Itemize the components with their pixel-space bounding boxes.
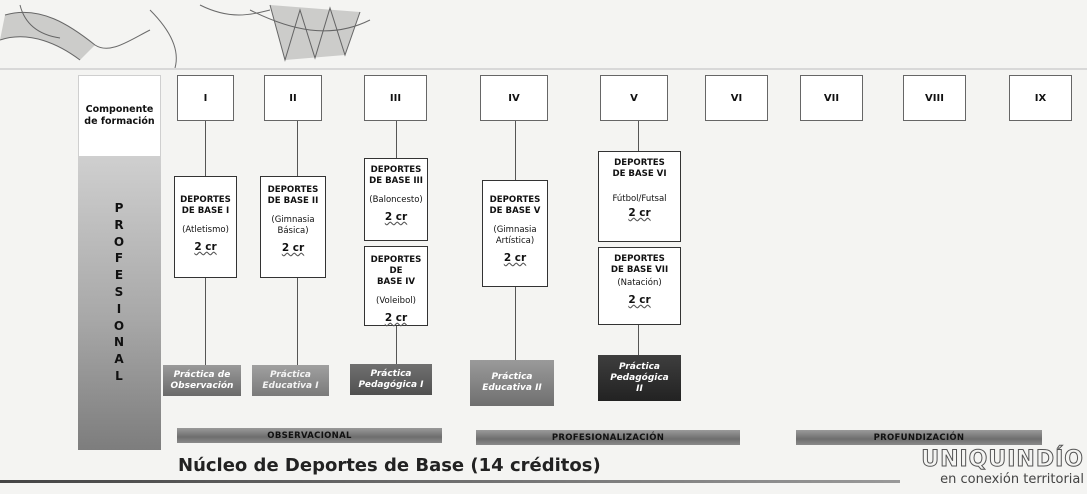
brand-name: UNIQUINDÍO: [921, 447, 1084, 472]
course-title-line: DEPORTES: [614, 158, 665, 168]
semester-header: VI: [705, 75, 768, 121]
course-title-line: DEPORTES DE: [370, 255, 422, 276]
course-box: DEPORTES DE BASE IV (Voleibol) 2 cr: [364, 246, 428, 326]
course-credits-value: 2 cr: [281, 242, 305, 254]
brand-tagline: en conexión territorial: [940, 472, 1084, 487]
area-label: P R O F E S I O N A L: [104, 200, 134, 385]
area-letter: E: [114, 268, 124, 283]
phase-band: OBSERVACIONAL: [177, 428, 442, 443]
course-subtitle: (Voleibol): [376, 296, 416, 306]
semester-header: IV: [480, 75, 548, 121]
brand-logo: UNIQUINDÍO en conexión territorial: [912, 447, 1084, 487]
connector-line: [396, 326, 397, 364]
area-letter: S: [114, 284, 124, 299]
course-title-line: DE BASE V: [489, 206, 541, 216]
course-box: DEPORTES DE BASE VI Fútbol/Futsal 2 cr: [598, 151, 681, 242]
semester-header: VIII: [903, 75, 966, 121]
course-box: DEPORTES DE BASE III (Baloncesto) 2 cr: [364, 158, 428, 241]
leaf-sketch-decoration: [0, 4, 371, 69]
course-box: DEPORTES DE BASE V (Gimnasia Artística) …: [482, 180, 548, 287]
course-box: DEPORTES DE BASE I (Atletismo) 2 cr: [174, 176, 237, 278]
course-credits-value: 2 cr: [628, 207, 651, 219]
course-credits: 2 cr: [365, 212, 427, 223]
semester-header: V: [600, 75, 668, 121]
connector-line: [515, 121, 516, 180]
course-credits: 2 cr: [599, 295, 680, 306]
course-title-line: BASE IV: [376, 277, 416, 287]
phase-band: PROFUNDIZACIÓN: [796, 430, 1042, 445]
course-box: DEPORTES DE BASE VII (Natación) 2 cr: [598, 247, 681, 325]
area-letter: L: [115, 368, 123, 383]
semester-header: III: [364, 75, 427, 121]
phase-band: PROFESIONALIZACIÓN: [476, 430, 740, 445]
area-letter: I: [116, 301, 122, 316]
course-credits: 2 cr: [365, 313, 427, 324]
course-credits-value: 2 cr: [384, 312, 408, 324]
connector-line: [515, 287, 516, 360]
course-title-line: DEPORTES: [370, 165, 422, 175]
area-letter: O: [113, 318, 125, 333]
course-credits-value: 2 cr: [384, 211, 408, 223]
course-subtitle: (Gimnasia Artística): [493, 225, 537, 246]
course-title-line: DE BASE VI: [612, 169, 667, 179]
course-title-line: DEPORTES: [614, 254, 665, 264]
top-divider: [0, 68, 1087, 70]
course-title-line: DEPORTES: [180, 195, 231, 205]
connector-line: [297, 121, 298, 176]
course-subtitle: (Natación): [617, 278, 662, 288]
course-title-line: DEPORTES: [489, 195, 541, 205]
semester-header: VII: [800, 75, 863, 121]
course-subtitle: (Atletismo): [182, 225, 229, 235]
area-letter: A: [114, 352, 124, 367]
area-letter: F: [114, 251, 124, 266]
component-label: Componente de formación: [78, 75, 161, 157]
area-letter: N: [113, 335, 125, 350]
area-column: [78, 157, 161, 450]
area-letter: R: [114, 217, 124, 232]
course-title-line: DEPORTES: [267, 185, 319, 195]
diagram-title: Núcleo de Deportes de Base (14 créditos): [178, 455, 601, 476]
connector-line: [638, 121, 639, 151]
course-credits-value: 2 cr: [628, 294, 651, 306]
course-subtitle: (Gimnasia Básica): [271, 215, 315, 236]
course-title-line: DE BASE II: [267, 196, 319, 206]
course-credits-value: 2 cr: [194, 241, 217, 253]
connector-line: [205, 121, 206, 176]
course-credits: 2 cr: [599, 208, 680, 219]
semester-header: I: [177, 75, 234, 121]
course-subtitle: Fútbol/Futsal: [612, 194, 667, 204]
semester-header: II: [264, 75, 322, 121]
semester-header: IX: [1009, 75, 1072, 121]
course-credits: 2 cr: [261, 243, 325, 254]
practice-box: Práctica de Observación: [163, 365, 241, 396]
course-credits: 2 cr: [483, 253, 547, 264]
area-letter: O: [113, 234, 125, 249]
course-title-line: DE BASE III: [369, 176, 423, 186]
connector-line: [205, 278, 206, 365]
practice-box: Práctica Pedagógica I: [350, 364, 432, 395]
connector-line: [638, 325, 639, 355]
bottom-divider: [0, 480, 900, 483]
practice-box: Práctica Educativa II: [470, 360, 554, 406]
course-title-line: DE BASE VII: [610, 265, 669, 275]
connector-line: [396, 121, 397, 158]
course-credits: 2 cr: [175, 242, 236, 253]
area-letter: P: [114, 201, 124, 215]
course-credits-value: 2 cr: [503, 252, 527, 264]
connector-line: [297, 278, 298, 365]
practice-box: Práctica Educativa I: [252, 365, 329, 396]
course-subtitle: (Baloncesto): [369, 195, 423, 205]
practice-box: Práctica Pedagógica II: [598, 355, 681, 401]
course-box: DEPORTES DE BASE II (Gimnasia Básica) 2 …: [260, 176, 326, 278]
course-title-line: DE BASE I: [181, 206, 230, 216]
